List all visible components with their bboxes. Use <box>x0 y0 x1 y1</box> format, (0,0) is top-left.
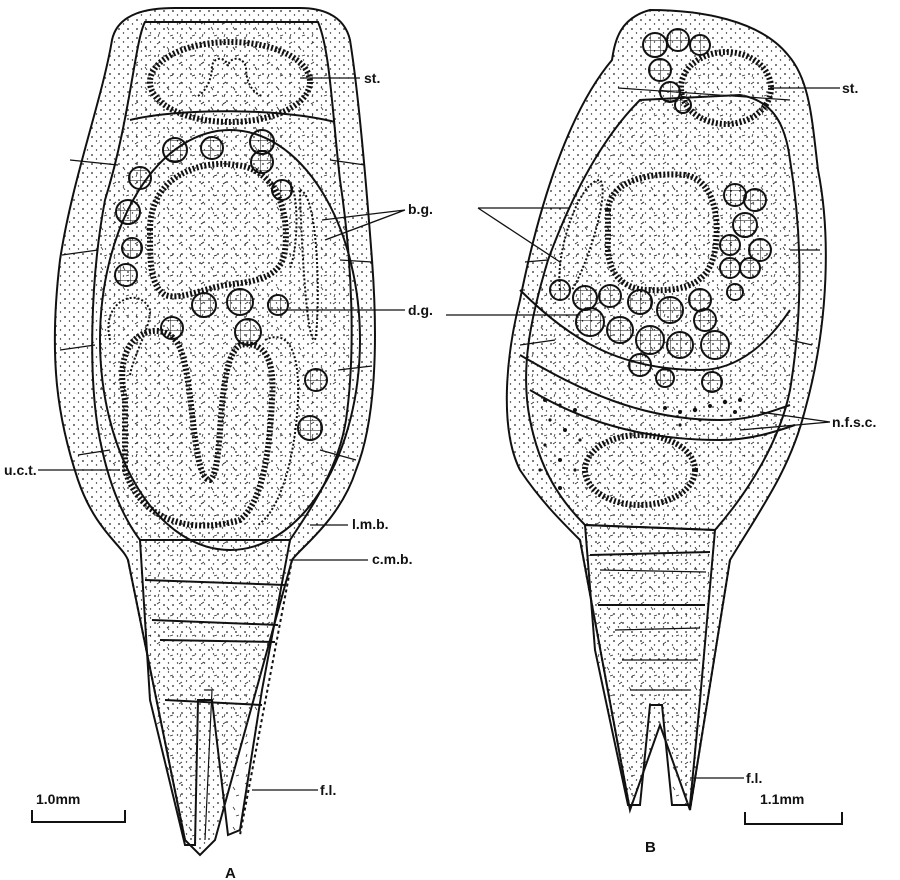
scale-bar-label-b: 1.1mm <box>760 791 804 807</box>
label-lmb: l.m.b. <box>352 516 389 532</box>
label-nfsc: n.f.s.c. <box>832 414 876 430</box>
stomach <box>150 42 310 122</box>
label-st-a: st. <box>364 70 380 86</box>
label-cmb: c.m.b. <box>372 551 412 567</box>
stomach-b <box>681 52 771 124</box>
big-gland-b <box>608 174 717 290</box>
big-gland <box>150 164 286 296</box>
posterior-gland-b <box>585 435 695 505</box>
label-uct: u.c.t. <box>4 462 37 478</box>
label-fl-a: f.l. <box>320 782 336 798</box>
scale-bar-label-a: 1.0mm <box>36 791 80 807</box>
specimen-a-drawing <box>55 8 375 855</box>
panel-letter-a: A <box>225 865 236 880</box>
label-bg-a: b.g. <box>408 201 433 217</box>
label-st-b: st. <box>842 80 858 96</box>
panel-letter-b: B <box>645 839 656 856</box>
label-dg-a: d.g. <box>408 302 433 318</box>
label-fl-b: f.l. <box>746 770 762 786</box>
specimen-b-drawing <box>507 10 826 810</box>
